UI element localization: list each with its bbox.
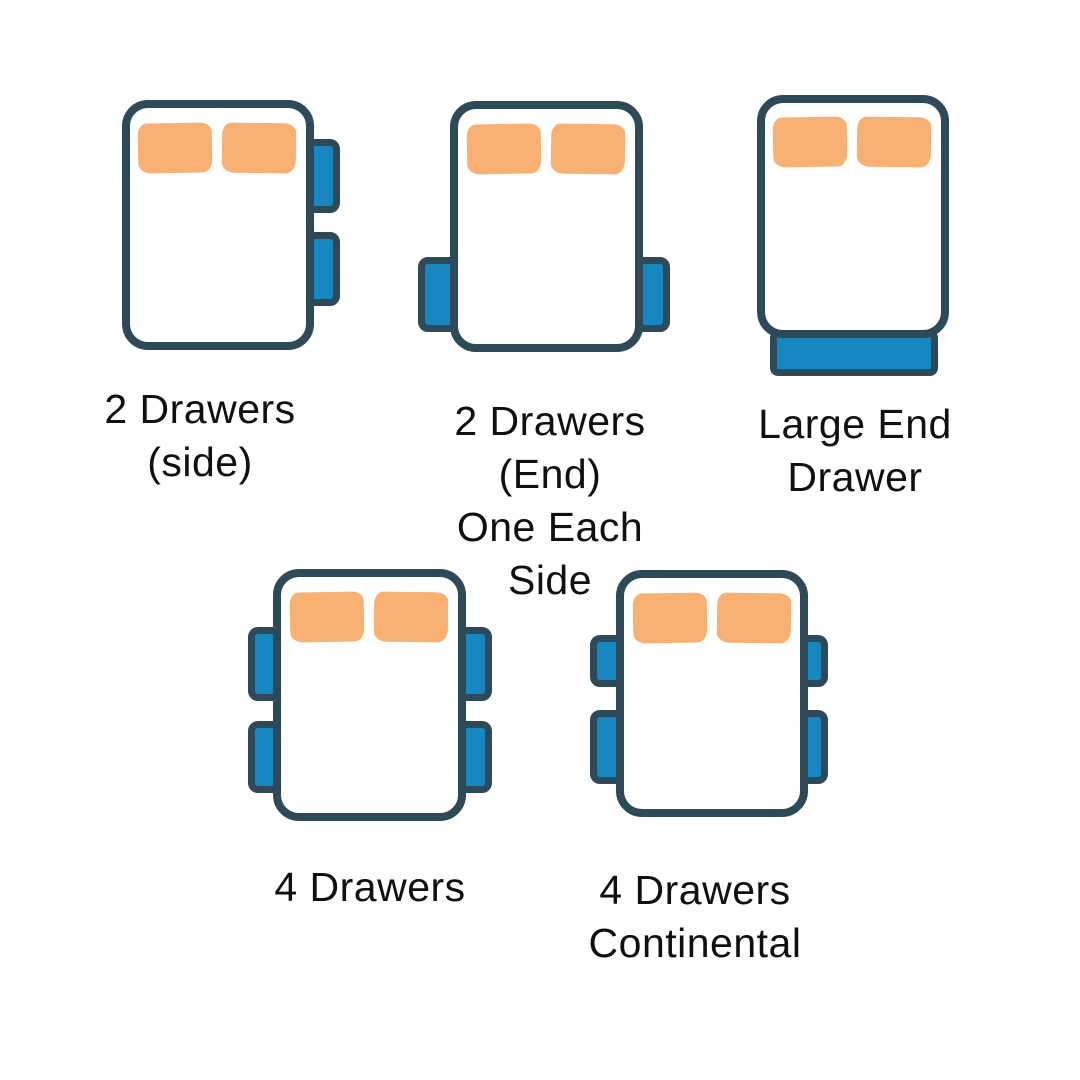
pillow-icon (221, 122, 297, 174)
figure-label: 4 Drawers (230, 861, 510, 914)
bed-icon (616, 570, 808, 817)
figure-2-drawers-end-one-each-side: 2 Drawers (End) One Each Side (410, 95, 690, 603)
pillow-icon (772, 116, 848, 168)
pillow-icon (289, 591, 365, 643)
figure-label: 2 Drawers (side) (75, 383, 325, 489)
figure-label-line2: (side) (147, 439, 253, 485)
figure-large-end-drawer: Large End Drawer (745, 90, 965, 520)
figure-label-line1: 4 Drawers (599, 867, 791, 913)
bed-icon (757, 95, 949, 338)
bed-icon (122, 100, 314, 350)
pillow-icon (716, 592, 792, 644)
figure-label-line1: 2 Drawers (104, 386, 296, 432)
figure-label-line2: One Each Side (456, 504, 644, 603)
figure-label: 4 Drawers Continental (555, 864, 835, 970)
pillow-icon (137, 122, 213, 174)
bed-icon (273, 569, 466, 821)
bed-icon (450, 101, 643, 352)
pillow-icon (550, 123, 626, 175)
figure-label-line1: 2 Drawers (End) (454, 398, 646, 497)
figure-4-drawers: 4 Drawers (230, 565, 510, 985)
figure-4-drawers-continental: 4 Drawers Continental (575, 565, 855, 995)
pillow-icon (856, 116, 932, 168)
figure-label-line1: Large End (758, 401, 952, 447)
figure-label-line1: 4 Drawers (274, 864, 466, 910)
figure-label: Large End Drawer (745, 398, 965, 504)
figure-label: 2 Drawers (End) One Each Side (410, 395, 690, 607)
figure-2-drawers-side: 2 Drawers (side) (100, 95, 350, 515)
figure-label-line2: Drawer (787, 454, 923, 500)
figure-label-line2: Continental (588, 920, 802, 966)
pillow-icon (466, 123, 542, 175)
